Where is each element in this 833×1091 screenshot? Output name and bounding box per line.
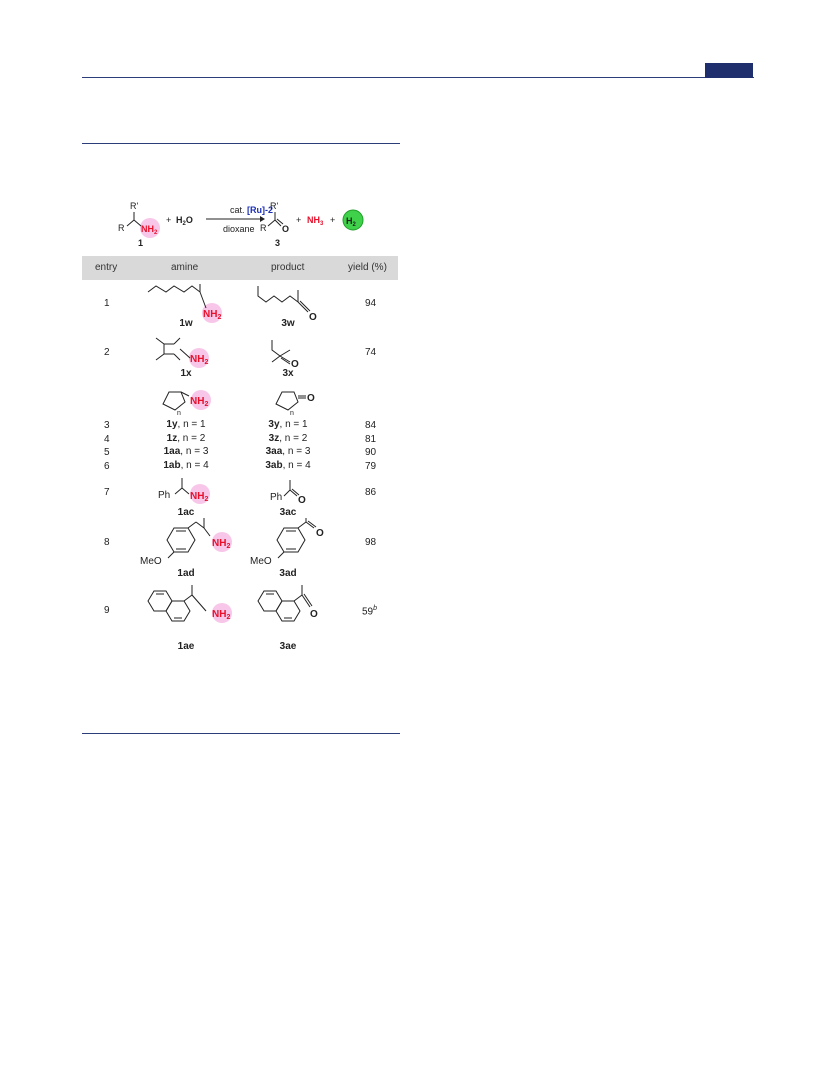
scheme-plus-3: + <box>330 215 335 225</box>
svg-text:Ph: Ph <box>158 490 170 501</box>
row-4-yield: 81 <box>365 434 377 445</box>
header-amine: amine <box>171 262 199 273</box>
row-6-entry: 6 <box>104 461 110 472</box>
scheme-water: H2O <box>176 215 193 227</box>
row-7-amine-label: 1ac <box>177 507 195 518</box>
row-4-amine: 1z, n = 2 <box>166 433 206 444</box>
table-top-rule <box>82 143 400 144</box>
scheme-r-prime-2: R' <box>270 201 278 211</box>
scheme-solvent: dioxane <box>223 224 255 234</box>
row-5-entry: 5 <box>104 447 110 458</box>
svg-text:O: O <box>310 609 318 620</box>
rows-3-6-amine-structure: NH2 n <box>162 390 211 416</box>
row-3-amine: 1y, n = 1 <box>166 419 206 430</box>
scheme-product-label: 3 <box>275 238 280 248</box>
svg-text:NH2: NH2 <box>212 538 230 550</box>
svg-text:O: O <box>307 393 315 404</box>
row-8-entry: 8 <box>104 537 110 548</box>
scheme-catalyst: cat. [Ru]-2 <box>230 205 273 215</box>
row-7-entry: 7 <box>104 487 110 498</box>
row-1-entry: 1 <box>104 298 110 309</box>
nh2-highlight <box>140 218 160 238</box>
svg-text:O: O <box>316 528 324 539</box>
header-entry: entry <box>95 262 118 273</box>
row-5-product: 3aa, n = 3 <box>265 446 311 457</box>
row-5-amine: 1aa, n = 3 <box>163 446 209 457</box>
row-9-product-structure: O <box>257 585 318 622</box>
svg-text:n: n <box>290 410 294 416</box>
row-8-product-label: 3ad <box>279 568 297 579</box>
row-4-product: 3z, n = 2 <box>268 433 308 444</box>
row-6-yield: 79 <box>365 461 377 472</box>
svg-text:NH2: NH2 <box>190 396 208 408</box>
row-5-yield: 90 <box>365 447 377 458</box>
table-bottom-rule <box>82 733 400 734</box>
svg-text:MeO: MeO <box>140 556 162 566</box>
table-header: entry amine product yield (%) <box>82 256 398 280</box>
scheme-ammonia: NH3 <box>307 215 324 227</box>
svg-text:O: O <box>291 359 299 370</box>
row-8-yield: 98 <box>365 537 377 548</box>
scheme-r-2: R <box>260 223 267 233</box>
row-1-product-structure: O <box>257 286 317 323</box>
svg-text:O: O <box>298 495 306 506</box>
row-3-entry: 3 <box>104 420 110 431</box>
row-8-amine-label: 1ad <box>177 568 195 579</box>
row-1-amine-structure: NH2 <box>147 284 222 323</box>
svg-text:NH2: NH2 <box>203 309 221 321</box>
svg-text:NH2: NH2 <box>212 609 230 621</box>
scheme-o: O <box>282 224 289 234</box>
row-2-amine-label: 1x <box>180 368 192 379</box>
row-9-yield: 59b <box>362 605 378 618</box>
header-yield: yield (%) <box>348 262 387 273</box>
row-9-entry: 9 <box>104 605 110 616</box>
row-4-entry: 4 <box>104 434 110 445</box>
scheme-nh2: NH2 <box>141 224 158 236</box>
row-9-amine-label: 1ae <box>177 641 195 652</box>
svg-text:MeO: MeO <box>250 556 272 566</box>
scheme-plus-2: + <box>296 215 301 225</box>
row-2-product-structure: O <box>271 340 299 370</box>
svg-text:NH2: NH2 <box>190 354 208 366</box>
row-8-amine-structure: MeO NH2 <box>140 518 232 566</box>
scheme-hydrogen: H2 <box>346 216 357 228</box>
scheme-r-prime: R' <box>130 201 138 211</box>
svg-text:Ph: Ph <box>270 492 282 503</box>
scheme-plus-1: + <box>166 215 171 225</box>
row-1-amine-label: 1w <box>179 318 193 329</box>
svg-text:O: O <box>309 312 317 323</box>
rows-3-6-product-structure: O n <box>275 391 315 416</box>
page-number-block <box>705 63 753 78</box>
row-1-product-label: 3w <box>281 318 295 329</box>
row-9-product-label: 3ae <box>279 641 297 652</box>
row-6-amine: 1ab, n = 4 <box>163 460 209 471</box>
row-6-product: 3ab, n = 4 <box>265 460 311 471</box>
row-9-amine-structure: NH2 <box>147 585 232 623</box>
h2-highlight <box>342 209 364 231</box>
row-2-yield: 74 <box>365 347 377 358</box>
row-8-product-structure: MeO O <box>250 518 324 566</box>
reaction-scheme: R' R NH2 1 + H2O cat. [Ru]-2 dioxane R' … <box>118 201 364 248</box>
row-2-product-label: 3x <box>282 368 294 379</box>
row-2-amine-structure: NH2 <box>155 337 209 368</box>
header-product: product <box>271 262 305 273</box>
svg-text:NH2: NH2 <box>190 491 208 503</box>
row-7-product-label: 3ac <box>279 507 297 518</box>
row-7-amine-structure: Ph NH2 <box>158 478 210 504</box>
row-3-yield: 84 <box>365 420 377 431</box>
row-1-yield: 94 <box>365 298 377 309</box>
svg-text:n: n <box>177 410 181 416</box>
scheme-amine-label: 1 <box>138 238 143 248</box>
row-2-entry: 2 <box>104 347 110 358</box>
row-7-yield: 86 <box>365 487 377 498</box>
row-3-product: 3y, n = 1 <box>268 419 308 430</box>
scheme-r: R <box>118 223 125 233</box>
page-top-rule <box>82 77 754 78</box>
row-7-product-structure: Ph O <box>270 480 306 506</box>
